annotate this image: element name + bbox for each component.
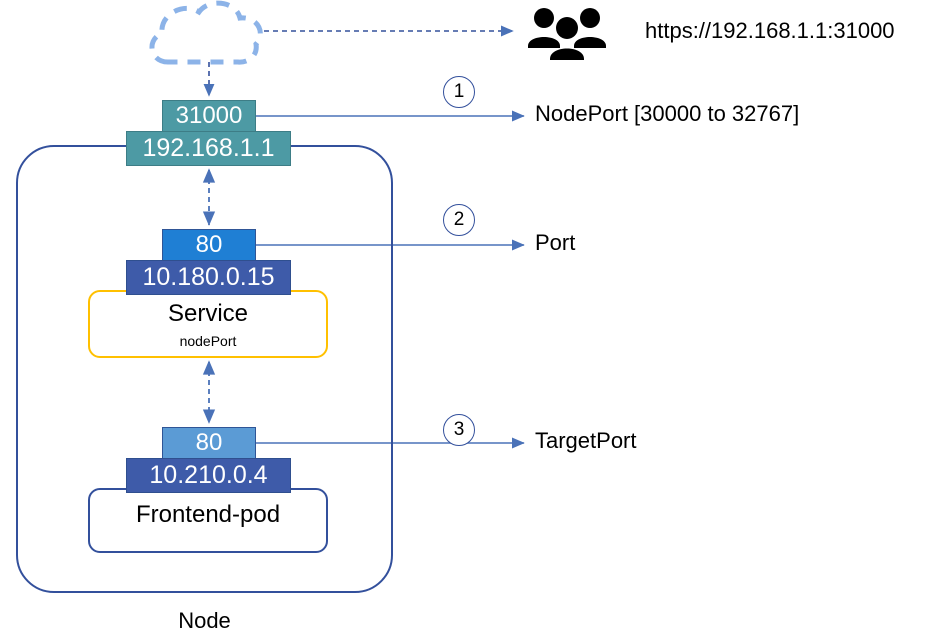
node-nodeport-chip: 31000 — [162, 100, 256, 132]
step-3-label: TargetPort — [535, 428, 637, 453]
pod-ip-chip: 10.210.0.4 — [126, 458, 291, 493]
step-3-badge: 3 — [443, 414, 475, 446]
step-2-badge: 2 — [443, 204, 475, 236]
service-subtitle: nodePort — [179, 333, 237, 349]
internet-cloud-icon — [149, 0, 263, 65]
users-icon — [528, 8, 606, 60]
step-1-label: NodePort [30000 to 32767] — [535, 101, 800, 126]
step-2-label: Port — [535, 230, 576, 255]
step-1-badge: 1 — [443, 76, 475, 108]
service-title: Service — [167, 300, 249, 327]
access-url-text: https://192.168.1.1:31000 — [645, 18, 895, 43]
node-label: Node — [178, 608, 231, 633]
pod-title: Frontend-pod — [135, 501, 281, 528]
pod-port-chip: 80 — [162, 427, 256, 459]
node-ip-chip: 192.168.1.1 — [126, 131, 291, 166]
service-port-chip: 80 — [162, 229, 256, 261]
service-ip-chip: 10.180.0.15 — [126, 260, 291, 295]
